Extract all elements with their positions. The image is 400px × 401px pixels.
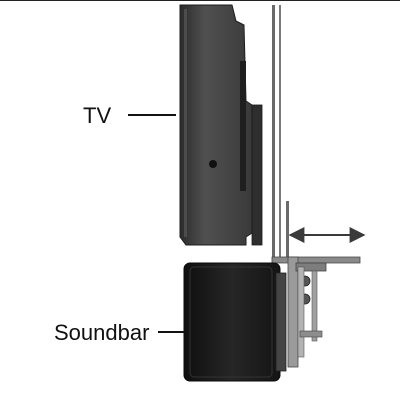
tv-profile xyxy=(179,4,263,246)
wall-bracket xyxy=(271,5,361,368)
soundbar-profile xyxy=(183,262,287,382)
tv-port-dot xyxy=(209,160,217,168)
tv-label: TV xyxy=(83,103,112,128)
tv-rear-panel xyxy=(251,104,263,246)
tv-rear-slot xyxy=(240,61,246,191)
bracket-arm xyxy=(287,256,299,368)
soundbar-label: Soundbar xyxy=(54,320,150,345)
soundbar-rear xyxy=(275,272,287,372)
